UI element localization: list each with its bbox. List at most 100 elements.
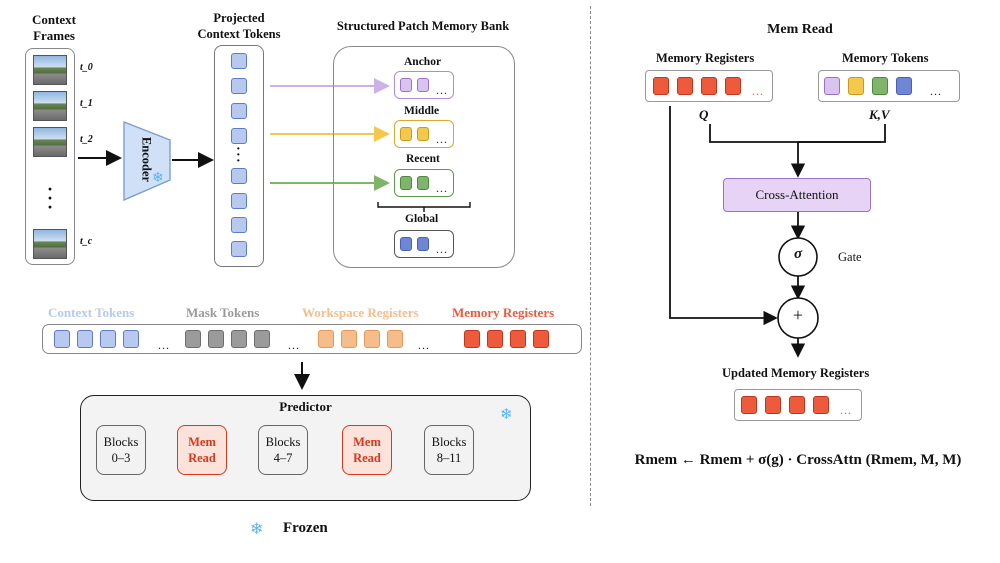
memory-register — [533, 330, 549, 348]
frame-label-t2: t_2 — [80, 134, 93, 145]
bank-section-middle: Middle — [404, 105, 440, 117]
anchor-token — [400, 78, 412, 92]
memory-bank-title: Structured Patch Memory Bank — [336, 19, 510, 33]
projected-label: Projected Context Tokens — [197, 11, 281, 41]
encoder-shape — [123, 120, 171, 202]
memory-token-global — [896, 77, 912, 95]
updated-register — [813, 396, 829, 414]
workspace-ellipsis: ... — [418, 338, 430, 352]
label-mask-tokens: Mask Tokens — [186, 305, 260, 320]
memory-tokens-ellipsis: ... — [930, 84, 942, 98]
right-diagram-svg — [669, 106, 886, 358]
frozen-snowflake-icon: ❄ — [250, 521, 264, 538]
encoder-label: Encoder — [139, 136, 154, 183]
memory-register — [487, 330, 503, 348]
memory-tokens-label: Memory Tokens — [842, 51, 929, 65]
token-sequence-bar — [42, 324, 582, 354]
workspace-register — [364, 330, 380, 348]
anchor-ellipsis: ... — [436, 83, 448, 97]
projected-token — [231, 53, 247, 69]
global-ellipsis: ... — [436, 242, 448, 256]
context-token — [123, 330, 139, 348]
predictor-mem-read-1: Mem Read — [177, 425, 227, 475]
frame-image — [33, 55, 67, 85]
gate-label: Gate — [838, 250, 862, 264]
predictor-blocks-0-3: Blocks 0–3 — [96, 425, 146, 475]
anchor-token — [417, 78, 429, 92]
projected-token — [231, 168, 247, 184]
memory-register — [653, 77, 669, 95]
context-token — [100, 330, 116, 348]
updated-registers-box — [734, 389, 862, 421]
projected-token — [231, 193, 247, 209]
projected-token — [231, 103, 247, 119]
panel-divider — [590, 6, 591, 506]
mask-token — [254, 330, 270, 348]
label-context-tokens: Context Tokens — [48, 305, 135, 320]
updated-ellipsis: ... — [840, 403, 852, 417]
workspace-register — [387, 330, 403, 348]
recent-token — [417, 176, 429, 190]
memory-bank-container — [333, 46, 515, 268]
kv-label: K,V — [869, 107, 890, 122]
updated-register — [789, 396, 805, 414]
left-diagram-svg — [78, 78, 471, 390]
bank-section-anchor: Anchor — [404, 56, 442, 68]
update-formula: Rmem ← Rmem + σ(g) · CrossAttn (Rmem, M,… — [634, 452, 962, 468]
mask-token — [185, 330, 201, 348]
recent-token — [400, 176, 412, 190]
memory-token-recent — [872, 77, 888, 95]
frame-image — [33, 91, 67, 121]
global-brace — [377, 202, 471, 212]
frame-label-t1: t_1 — [80, 98, 93, 109]
context-token — [54, 330, 70, 348]
context-token — [77, 330, 93, 348]
mask-token — [231, 330, 247, 348]
memory-register — [464, 330, 480, 348]
mask-token — [208, 330, 224, 348]
q-label: Q — [699, 107, 709, 122]
plus-label: + — [792, 305, 804, 325]
memory-register — [510, 330, 526, 348]
predictor-blocks-4-7: Blocks 4–7 — [258, 425, 308, 475]
updated-registers-label: Updated Memory Registers — [722, 366, 870, 380]
updated-register — [741, 396, 757, 414]
q-line — [709, 124, 881, 143]
memory-registers-ellipsis: ... — [752, 84, 764, 98]
middle-token — [417, 127, 429, 141]
memory-token-middle — [848, 77, 864, 95]
projected-ellipsis: ··· — [236, 142, 241, 169]
context-ellipsis: ... — [158, 338, 170, 352]
frame-ellipsis: ··· — [47, 179, 54, 217]
memory-register — [725, 77, 741, 95]
predictor-mem-read-2: Mem Read — [342, 425, 392, 475]
workspace-register — [341, 330, 357, 348]
frame-label-tc: t_c — [80, 236, 93, 247]
label-workspace-registers: Workspace Registers — [302, 305, 419, 320]
cross-attention-box: Cross-Attention — [723, 178, 871, 212]
sigma-label: σ — [793, 246, 803, 262]
gate-circle — [778, 237, 818, 277]
projected-token — [231, 217, 247, 233]
recent-ellipsis: ... — [436, 181, 448, 195]
memory-tokens-box — [818, 70, 960, 102]
predictor-blocks-8-11: Blocks 8–11 — [424, 425, 474, 475]
memory-registers-label: Memory Registers — [656, 51, 755, 65]
global-token — [417, 237, 429, 251]
bank-section-recent: Recent — [406, 153, 440, 165]
memory-registers-box — [645, 70, 773, 102]
context-frames-label: Context Frames — [31, 12, 77, 43]
frame-label-t0: t_0 — [80, 62, 93, 73]
predictor-title: Predictor — [279, 399, 332, 414]
kv-line — [798, 124, 886, 143]
mask-ellipsis: ... — [288, 338, 300, 352]
snowflake-icon: ❄ — [152, 171, 164, 186]
frozen-label: Frozen — [283, 520, 328, 536]
frame-image — [33, 127, 67, 157]
projected-token — [231, 128, 247, 144]
context-frames-stack — [25, 48, 75, 265]
memory-register — [701, 77, 717, 95]
add-circle — [777, 297, 819, 339]
memory-register — [677, 77, 693, 95]
workspace-register — [318, 330, 334, 348]
